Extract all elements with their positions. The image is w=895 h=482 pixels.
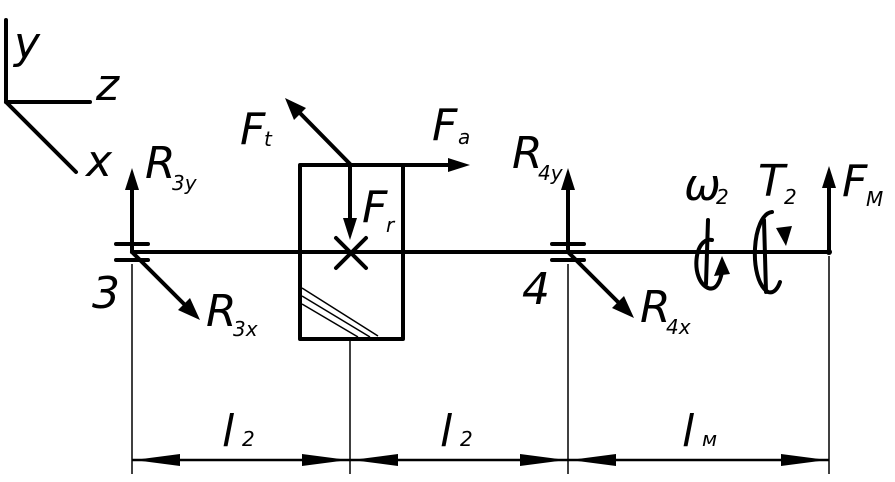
reaction-R3y: R 3y [125,138,198,254]
force-Ft-subscript: t [264,127,273,151]
torque-T2: T 2 [752,156,797,295]
reaction-R4x: R 4x [566,250,691,339]
dimension-1-subscript: 2 [242,427,255,451]
support-4: 4 [522,242,586,315]
reaction-R4y-label: R [512,128,543,179]
force-Fa-label: F [432,100,458,151]
reaction-R3y-subscript: 3y [172,171,198,195]
force-Fa: F a [348,100,470,172]
torque-label: T [758,156,788,207]
force-Fa-subscript: a [458,125,470,149]
force-FM-arrowhead [822,166,836,188]
dimension-arrow-2-right [520,454,566,466]
reaction-R3x-arrow [130,250,188,308]
force-Ft-label: F [240,104,266,155]
dimension-arrow-2-left [352,454,398,466]
gear-hatch-line-3 [301,303,359,338]
reaction-R4x-subscript: 4x [666,315,691,339]
force-FM: F M [822,156,883,254]
dimension-arrow-3-right [781,454,827,466]
y-axis-label: y [12,18,41,69]
force-FM-label: F [842,156,868,207]
dimension-3-label: l [682,406,695,457]
force-FM-subscript: M [866,187,883,211]
x-axis-line [4,100,78,174]
reaction-R4y-arrowhead [561,168,575,190]
dimension-arrow-3-left [570,454,616,466]
dimension-arrow-1-left [134,454,180,466]
reaction-R3y-label: R [145,138,176,189]
reaction-R3x-label: R [206,286,237,337]
force-Fr-subscript: r [386,213,396,237]
reaction-R3x-arrowhead [178,298,200,320]
support-3: 3 [92,242,150,319]
dimension-1-label: l [222,406,235,457]
dimension-3-subscript: м [702,427,717,451]
dimension-l2-second: l 2 [350,406,568,466]
omega-rotation-arrowhead [714,256,730,276]
dimension-2-label: l [440,406,453,457]
gear-hatch-line-1 [301,287,379,337]
omega-subscript: 2 [716,185,729,209]
extension-lines [131,256,830,474]
gear-hatch-line-2 [301,295,371,338]
z-axis-label: z [95,60,120,111]
support-3-label: 3 [92,268,120,319]
force-Fa-arrowhead [448,158,470,172]
dimension-lm: l м [568,406,829,466]
reaction-R4y: R 4y [512,128,575,254]
gear-cross-line-2 [334,236,368,270]
omega-label: ω [684,160,721,211]
dimension-l2-first: l 2 [132,406,350,466]
coordinate-axes: y z x [4,18,120,187]
force-Fr-arrowhead [343,218,357,240]
angular-velocity-omega: ω 2 [684,160,730,291]
reaction-R4x-arrowhead [612,296,634,318]
x-axis-label: x [84,136,113,187]
reaction-R3x-subscript: 3x [233,317,258,341]
reaction-R4x-arrow [566,250,622,306]
force-Fr-label: F [362,182,388,233]
dimension-2-subscript: 2 [460,427,473,451]
support-4-label: 4 [522,264,550,315]
force-Ft-arrowhead [285,98,306,120]
dimension-arrow-1-right [302,454,348,466]
omega-rotation-stroke [704,218,710,286]
force-Fr: F r [343,163,396,240]
omega-rotation-arrow [694,237,724,291]
reaction-R3x: R 3x [130,250,258,341]
torque-rotation-stroke [762,218,768,294]
reaction-R4y-subscript: 4y [538,161,564,185]
reaction-R3y-arrowhead [125,168,139,190]
torque-rotation-arrowhead [776,226,792,246]
reaction-R4x-label: R [640,282,671,333]
force-Ft: F t [240,98,352,166]
torque-subscript: 2 [784,185,797,209]
force-Ft-arrow [293,106,352,166]
